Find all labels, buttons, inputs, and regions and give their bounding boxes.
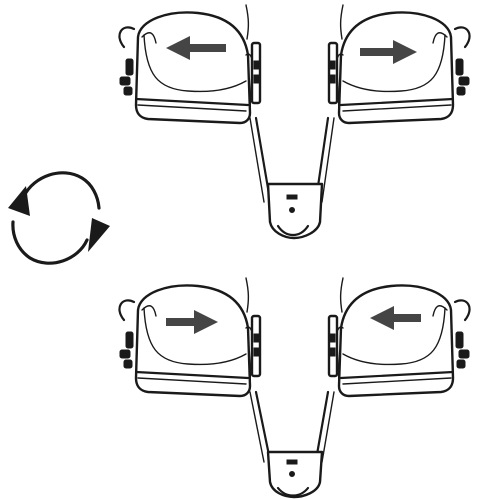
bottom-left-arm — [256, 392, 270, 460]
top-right-cup — [329, 5, 470, 123]
bottom-left-cup — [119, 278, 260, 396]
bottom-right-arm — [316, 392, 328, 460]
earmuff-bottom — [119, 278, 469, 497]
bottom-headband-hub — [268, 452, 322, 497]
bottom-right-cup — [329, 278, 470, 396]
rotate-icon — [8, 173, 110, 263]
top-headband-hub — [268, 184, 322, 238]
earmuff-top — [119, 5, 469, 238]
top-left-cup — [119, 5, 260, 123]
